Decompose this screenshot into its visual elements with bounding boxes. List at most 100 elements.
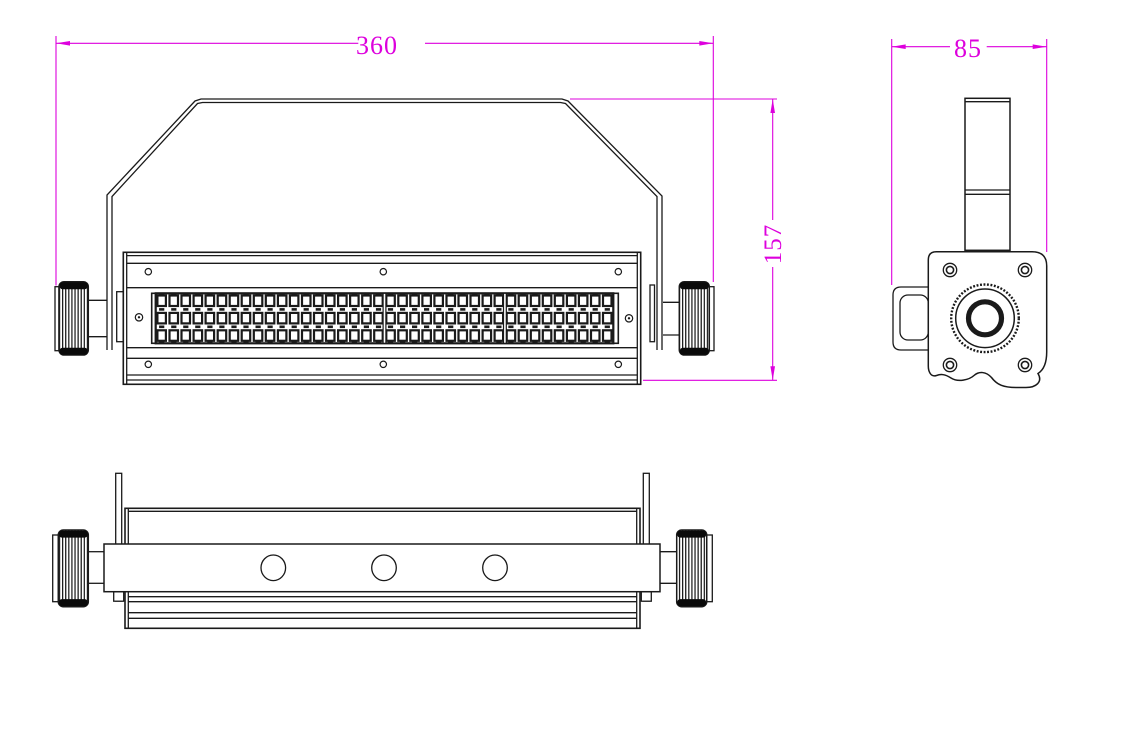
led-solder-pad (219, 308, 225, 311)
led-solder-pad (171, 308, 177, 311)
led-solder-pad (460, 340, 466, 344)
led-cell (156, 294, 167, 308)
led-cell (300, 329, 312, 342)
led-solder-pad (279, 308, 285, 311)
led-solder-pad (520, 292, 526, 296)
led-solder-pad (171, 325, 177, 329)
led-solder-pad (400, 340, 406, 344)
led-solder-pad (291, 340, 297, 344)
led-cell (312, 329, 324, 342)
led-cell (541, 311, 553, 325)
rail-screw (144, 360, 153, 369)
led-cell (324, 329, 336, 342)
led-solder-pad (496, 340, 502, 344)
rail-screw (379, 360, 388, 369)
led-cell (252, 311, 264, 325)
led-panel (150, 292, 620, 345)
led-solder-pad (448, 292, 454, 296)
led-solder-pad (508, 308, 514, 311)
led-solder-pad (279, 340, 285, 344)
led-solder-pad (267, 292, 273, 296)
side-view (892, 97, 1048, 389)
led-cell (481, 311, 493, 325)
dimension-side-width: 85 (891, 34, 1048, 285)
led-solder-pad (375, 292, 382, 296)
yoke-spacer-left (116, 291, 124, 343)
led-cell (529, 294, 541, 308)
led-cell (240, 294, 252, 308)
led-solder-pad (604, 292, 610, 296)
led-cell (517, 311, 529, 325)
led-cell (529, 329, 541, 342)
led-cell (349, 294, 360, 308)
led-cell (156, 329, 167, 342)
led-cell (204, 294, 216, 308)
led-solder-pad (556, 308, 562, 311)
led-cell (337, 329, 348, 342)
led-solder-pad (412, 325, 418, 329)
rail-screw (144, 267, 153, 276)
led-solder-pad (339, 325, 345, 329)
led-cell (421, 311, 432, 325)
bottom-view (52, 472, 713, 630)
bracket-holes (260, 554, 508, 582)
knurled-knob-right (678, 280, 715, 356)
yoke-arm-foot-right (640, 591, 652, 602)
led-solder-pad (508, 325, 514, 329)
led-solder-pad (387, 292, 394, 296)
led-solder-pad (183, 292, 189, 296)
led-solder-pad (363, 292, 369, 296)
bottom-knob-shaft-right (660, 551, 677, 584)
led-solder-pad (424, 308, 430, 311)
led-cell (577, 294, 589, 308)
led-solder-pad (375, 308, 382, 311)
led-cell (216, 311, 228, 325)
led-cell (276, 311, 288, 325)
corner-screw (942, 357, 958, 373)
led-solder-pad (460, 325, 466, 329)
led-cell (240, 311, 252, 325)
led-cell (553, 329, 565, 342)
led-cell (409, 311, 420, 325)
led-cell (565, 329, 577, 342)
led-solder-pad (171, 340, 177, 344)
led-cell (445, 294, 457, 308)
led-cell (252, 294, 264, 308)
led-cell (457, 329, 469, 342)
led-solder-pad (207, 308, 213, 311)
led-solder-pad (387, 340, 394, 344)
bottom-knurled-knob-left (52, 529, 90, 608)
led-solder-pad (339, 292, 345, 296)
led-cell (505, 311, 517, 325)
led-solder-pad (460, 292, 466, 296)
corner-screw-inner (1020, 360, 1030, 370)
led-solder-pad (400, 308, 406, 311)
rail-screw (614, 267, 623, 276)
led-solder-pad (580, 325, 586, 329)
led-cell (324, 294, 336, 308)
corner-screw (1017, 357, 1033, 373)
led-cell (469, 294, 481, 308)
led-solder-pad (183, 325, 189, 329)
led-cell (264, 294, 276, 308)
led-solder-pad (315, 308, 321, 311)
led-solder-pad (315, 325, 321, 329)
dimension-label-front-height: 157 (760, 224, 787, 265)
led-cell (252, 329, 264, 342)
led-solder-pad (544, 325, 550, 329)
led-solder-pad (568, 292, 574, 296)
led-cell (433, 311, 444, 325)
led-solder-pad (532, 340, 538, 344)
led-cell (385, 311, 396, 325)
led-solder-pad (351, 292, 357, 296)
led-solder-pad (436, 308, 442, 311)
led-cell (373, 294, 384, 308)
led-solder-pad (363, 308, 369, 311)
led-solder-pad (532, 292, 538, 296)
led-cell (601, 311, 613, 325)
led-cell (349, 311, 360, 325)
led-solder-pad (159, 308, 165, 311)
led-solder-pad (400, 325, 406, 329)
led-solder-pad (387, 325, 394, 329)
